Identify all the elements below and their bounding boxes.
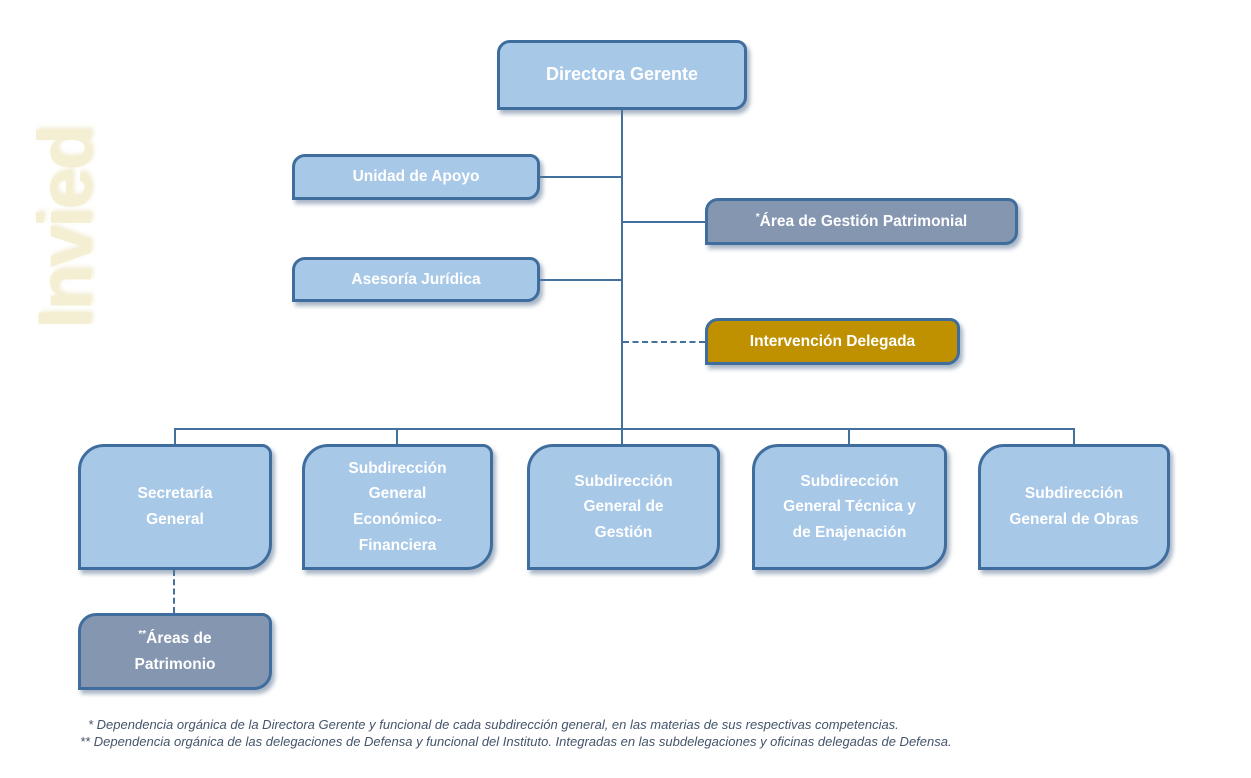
org-box-subdireccion-tecnica-enajenacion: Subdirección General Técnica y de Enajen… <box>752 444 947 570</box>
connector-areas-patrimonio-dashed <box>173 570 175 613</box>
org-box-label: Asesoría Jurídica <box>351 270 481 288</box>
connector-stub-obras <box>1073 428 1075 444</box>
connector-stub-tecnica <box>848 428 850 444</box>
connector-stub-economico <box>396 428 398 444</box>
connector-branch-intervencion-dashed <box>623 341 705 343</box>
org-box-unidad-de-apoyo: Unidad de Apoyo <box>292 154 540 200</box>
footnote-2: ** Dependencia orgánica de las delegacio… <box>80 734 952 749</box>
footnote-marker: * <box>755 211 760 223</box>
footnote-marker: ** <box>138 628 147 640</box>
connector-trunk-vertical <box>621 110 623 444</box>
org-box-directora-gerente: Directora Gerente <box>497 40 747 110</box>
connector-stub-secretaria <box>174 428 176 444</box>
org-box-asesoria-juridica: Asesoría Jurídica <box>292 257 540 302</box>
footnote-1: * Dependencia orgánica de la Directora G… <box>88 717 899 732</box>
org-box-label: Intervención Delegada <box>749 332 916 350</box>
org-box-label: Subdirección General de Gestión <box>574 472 673 541</box>
org-box-subdireccion-gestion: Subdirección General de Gestión <box>527 444 720 570</box>
org-box-label: Subdirección General de Obras <box>1009 485 1139 528</box>
connector-distribution-horizontal <box>174 428 1075 430</box>
org-box-intervencion-delegada: Intervención Delegada <box>705 318 960 365</box>
footnotes: * Dependencia orgánica de la Directora G… <box>80 716 952 750</box>
org-box-secretaria-general: Secretaría General <box>78 444 272 570</box>
org-box-label: Subdirección General Técnica y de Enajen… <box>783 472 916 541</box>
org-box-label: *Área de Gestión Patrimonial <box>755 211 968 230</box>
org-box-label: **Áreas de Patrimonio <box>134 628 216 673</box>
org-box-area-gestion-patrimonial: *Área de Gestión Patrimonial <box>705 198 1018 245</box>
org-box-subdireccion-economico-financiera: Subdirección General Económico- Financie… <box>302 444 493 570</box>
connector-branch-unidad-apoyo <box>540 176 622 178</box>
org-box-subdireccion-obras: Subdirección General de Obras <box>978 444 1170 570</box>
org-box-label: Unidad de Apoyo <box>352 168 480 186</box>
connector-branch-area-gestion <box>622 221 705 223</box>
connector-branch-asesoria <box>540 279 622 281</box>
org-box-label: Secretaría General <box>137 485 213 528</box>
org-box-label: Directora Gerente <box>545 64 699 85</box>
org-box-areas-patrimonio: **Áreas de Patrimonio <box>78 613 272 690</box>
invied-watermark-logo: Invied <box>23 127 108 329</box>
org-box-label: Subdirección General Económico- Financie… <box>348 459 447 554</box>
